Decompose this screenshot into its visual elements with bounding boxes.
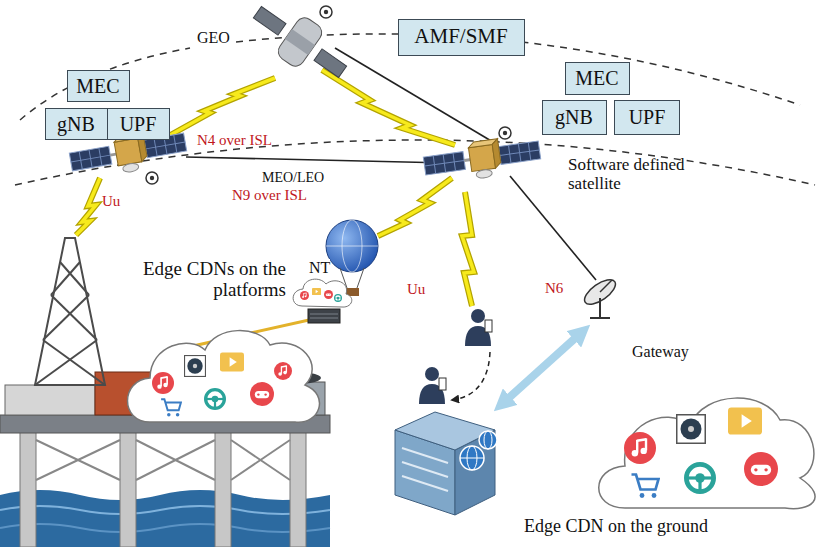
box-label: MEC: [76, 75, 119, 97]
interface-label: Uu: [102, 193, 120, 209]
label-box: Edge CDN on the ground: [524, 517, 708, 537]
label-box: N6: [545, 279, 563, 297]
interface-label: N6: [545, 280, 563, 296]
label-box: NT: [309, 259, 330, 277]
interface-label: N4 over ISL: [197, 132, 272, 148]
label-box: N9 over ISL: [232, 186, 307, 204]
interface-label: Uu: [407, 281, 425, 297]
label-box: GEO: [197, 29, 230, 47]
network-function-box: MEC: [67, 70, 130, 102]
diagram-label: Gateway: [632, 343, 689, 360]
diagram-label: Edge CDNs on the platforms: [143, 258, 286, 300]
box-label: gNB: [57, 113, 95, 135]
label-box: Software defined satellite: [568, 156, 718, 193]
network-function-box: UPF: [614, 100, 680, 135]
label-box: Uu: [407, 280, 425, 298]
diagram-label: NT: [309, 259, 330, 276]
diagram-label: GEO: [197, 29, 230, 46]
box-label: AMF/SMF: [414, 25, 507, 48]
box-label: gNB: [555, 106, 593, 128]
label-box: N4 over ISL: [197, 131, 272, 149]
diagram-label: Software defined satellite: [568, 155, 685, 193]
label-box: Gateway: [632, 343, 689, 361]
network-function-box: UPF: [107, 108, 170, 140]
label-box: MEO/LEO: [262, 168, 324, 186]
network-function-box: MEC: [565, 62, 630, 95]
box-label: MEC: [575, 67, 618, 89]
network-function-box: AMF/SMF: [398, 19, 525, 56]
diagram-label: Edge CDN on the ground: [524, 516, 708, 536]
network-function-box: gNB: [542, 100, 607, 135]
label-box: Edge CDNs on the platforms: [104, 259, 286, 301]
diagram-label: MEO/LEO: [262, 170, 324, 185]
label-box: Uu: [102, 192, 120, 210]
box-label: UPF: [629, 106, 666, 128]
network-function-box: gNB: [45, 108, 108, 140]
interface-label: N9 over ISL: [232, 187, 307, 203]
box-label: UPF: [120, 113, 157, 135]
